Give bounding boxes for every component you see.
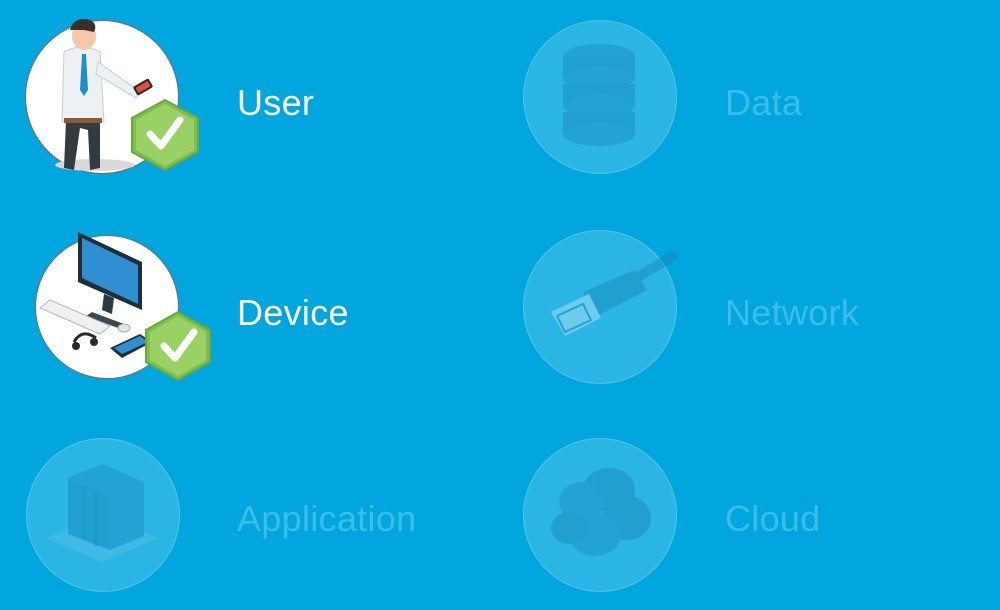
application-circle bbox=[26, 438, 180, 592]
tile-network[interactable]: Network bbox=[500, 210, 980, 410]
computer-devices-icon bbox=[39, 232, 211, 382]
tile-application-label: Application bbox=[237, 498, 417, 539]
network-circle bbox=[523, 230, 677, 384]
tile-device-label: Device bbox=[237, 292, 349, 333]
cloud-circle bbox=[523, 438, 677, 592]
database-icon bbox=[563, 44, 635, 146]
application-box-icon bbox=[46, 464, 158, 562]
tile-cloud[interactable]: Cloud bbox=[500, 420, 980, 610]
ethernet-cable-icon bbox=[551, 251, 678, 336]
tile-device[interactable]: Device bbox=[0, 210, 480, 410]
cloud-icon bbox=[551, 468, 651, 556]
tile-network-label: Network bbox=[725, 292, 860, 333]
tile-data[interactable]: Data bbox=[500, 0, 980, 200]
tile-user[interactable]: User bbox=[0, 0, 480, 200]
tile-user-label: User bbox=[237, 82, 315, 123]
data-circle bbox=[523, 20, 677, 174]
tile-data-label: Data bbox=[725, 82, 803, 123]
user-with-phone-icon bbox=[55, 19, 199, 172]
tile-application[interactable]: Application bbox=[0, 420, 480, 610]
tile-cloud-label: Cloud bbox=[725, 498, 821, 539]
